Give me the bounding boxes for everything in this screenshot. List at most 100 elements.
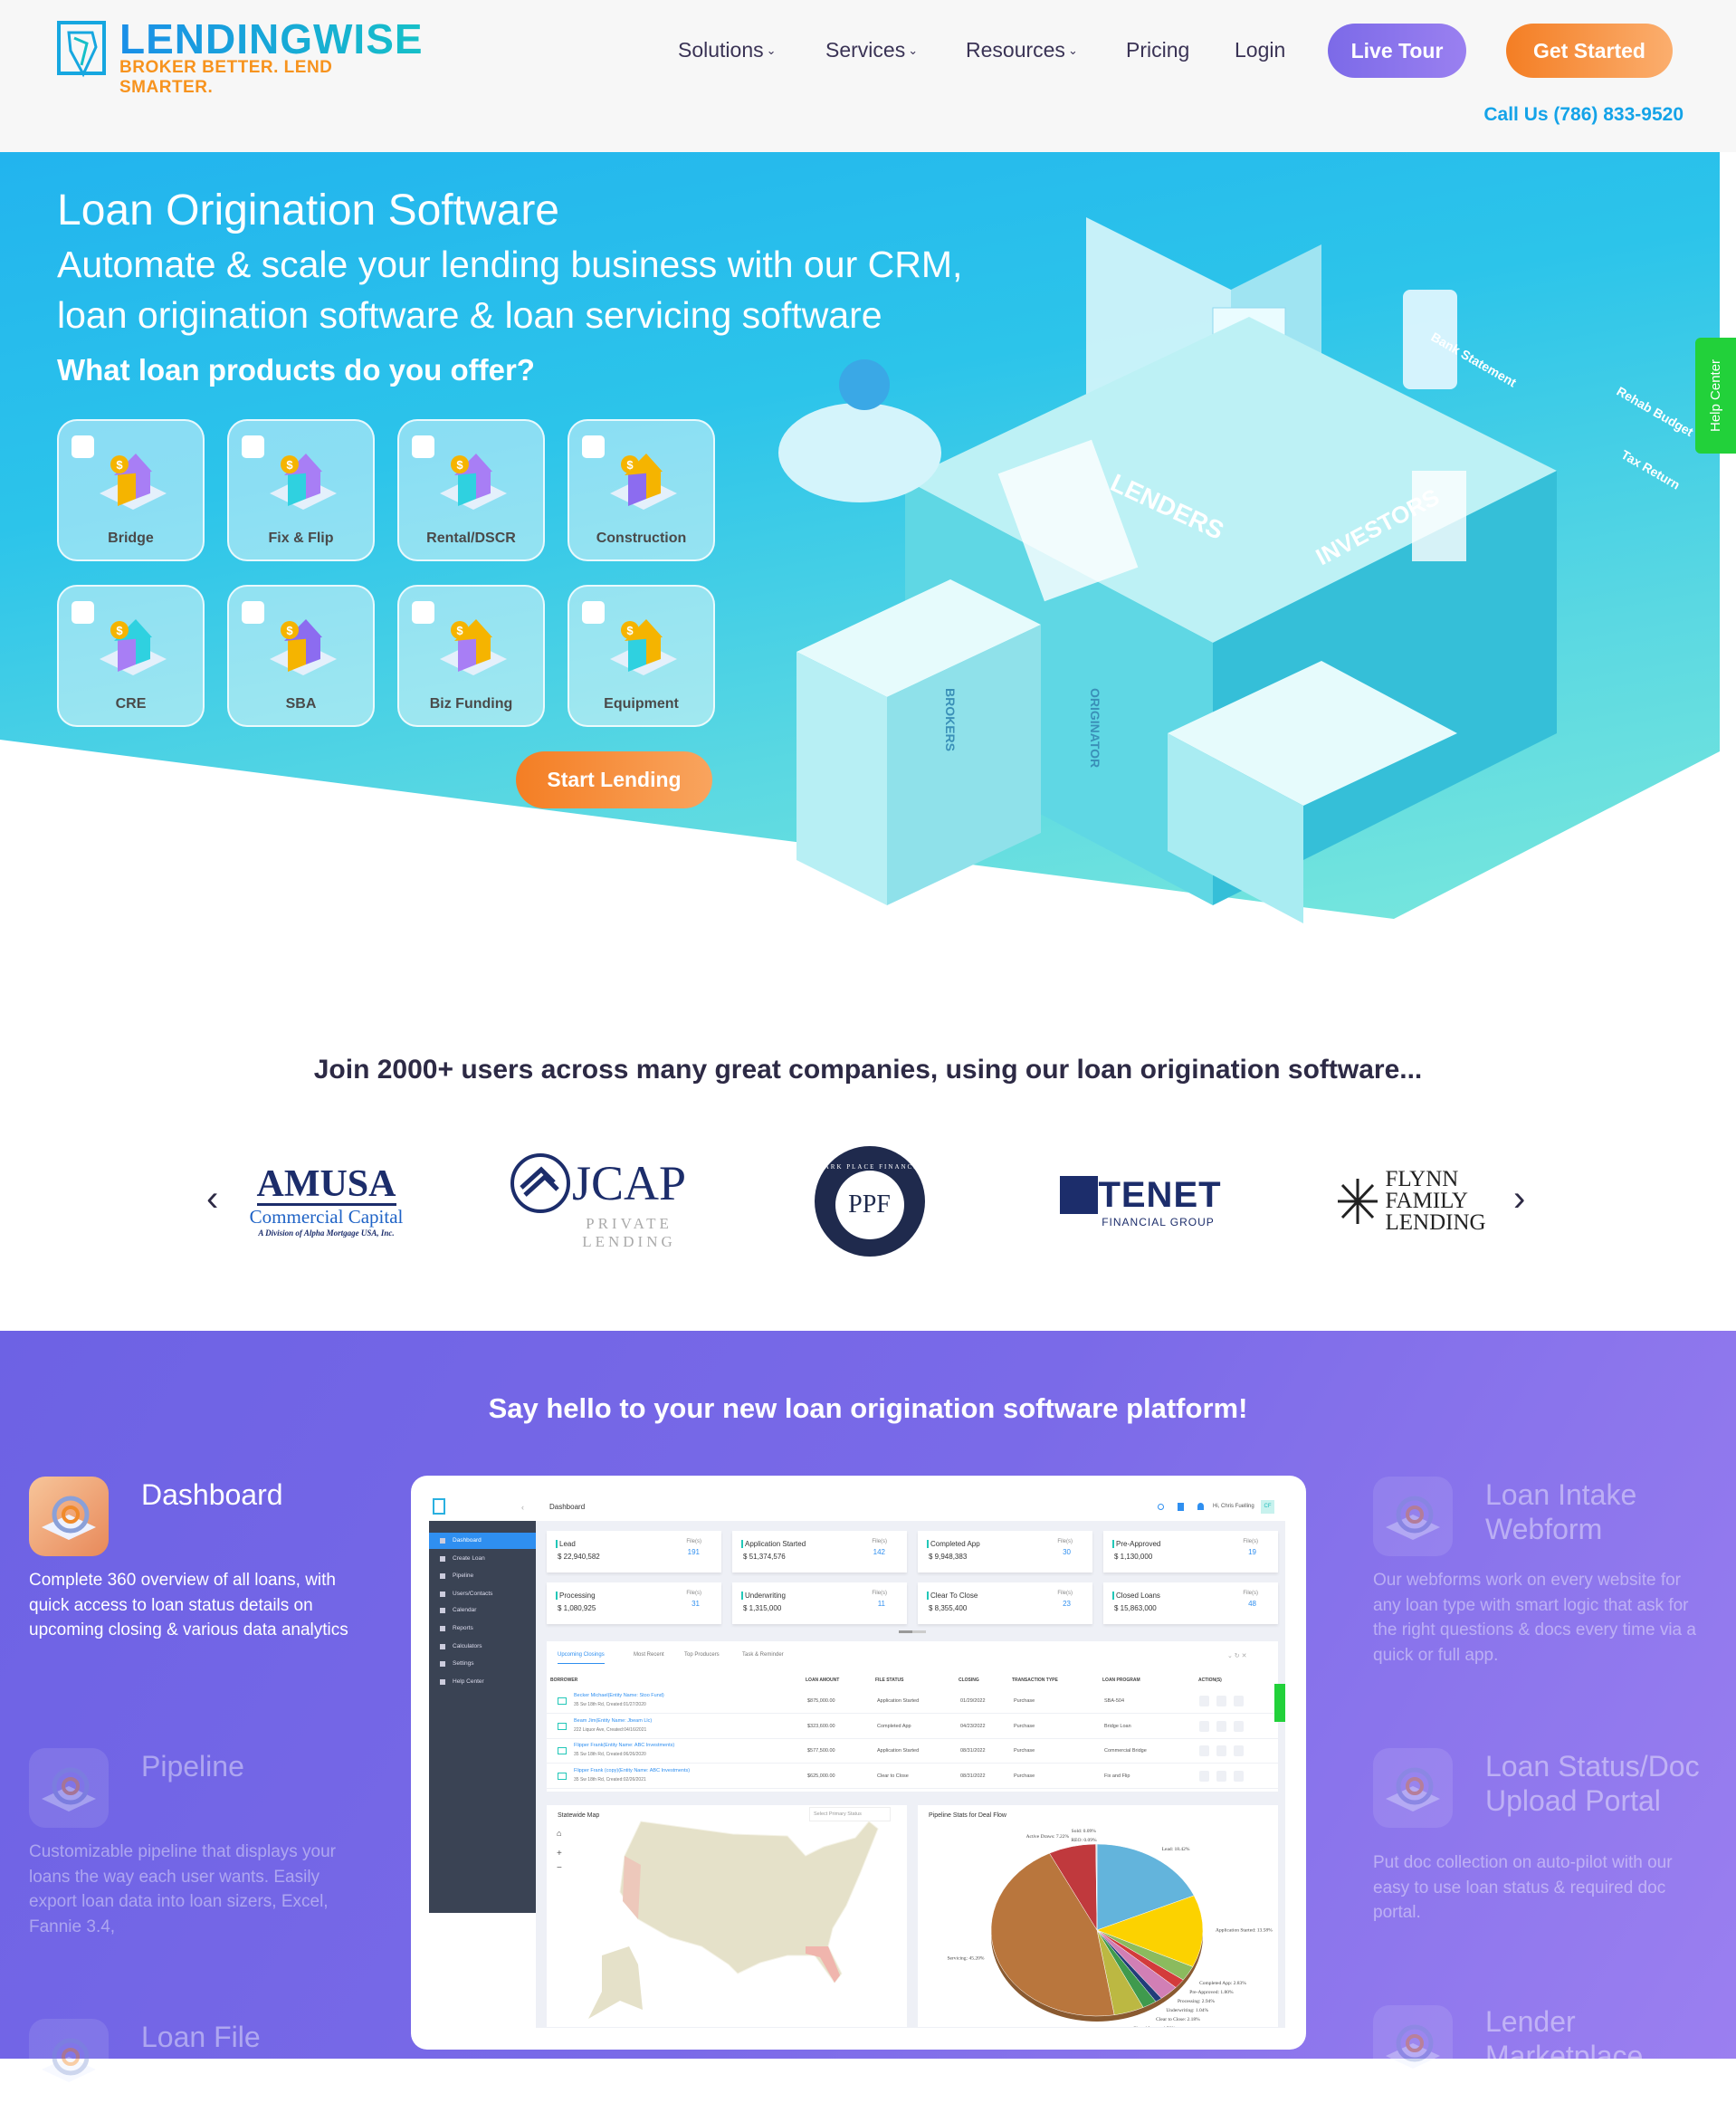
column-header[interactable]: BORROWER [550, 1678, 578, 1683]
loan-product-card[interactable]: $Bridge [57, 419, 205, 561]
product-checkbox[interactable] [412, 435, 434, 458]
notes-icon[interactable] [1178, 1503, 1184, 1511]
product-checkbox[interactable] [72, 435, 94, 458]
app-sidebar-item[interactable]: Dashboard [429, 1533, 536, 1549]
app-sidebar-item[interactable]: Reports [429, 1620, 536, 1637]
document-icon[interactable] [1216, 1770, 1226, 1782]
cell-closing: 08/31/2022 [960, 1773, 986, 1779]
chat-icon[interactable] [1199, 1696, 1209, 1706]
chat-icon[interactable] [1199, 1770, 1209, 1782]
document-icon[interactable] [1216, 1720, 1226, 1732]
closings-tab[interactable]: Task & Reminder [742, 1652, 784, 1658]
nav-solutions[interactable]: Solutions⌄ [678, 38, 777, 62]
app-sidebar-item[interactable]: Users/Contacts [429, 1586, 536, 1602]
product-checkbox[interactable] [72, 601, 94, 624]
product-checkbox[interactable] [242, 601, 264, 624]
loan-product-card[interactable]: $Construction [568, 419, 715, 561]
app-sidebar-item[interactable]: Settings [429, 1656, 536, 1672]
carousel-dots[interactable] [899, 1630, 926, 1633]
column-header[interactable]: CLOSING [959, 1678, 979, 1683]
us-map[interactable]: ⌂+− [552, 1820, 905, 2026]
user-avatar[interactable]: CF [1261, 1500, 1274, 1514]
chevron-down-icon: ⌄ [1067, 43, 1078, 57]
get-started-button[interactable]: Get Started [1506, 24, 1673, 78]
map-status-select[interactable]: Select Primary Status [809, 1807, 891, 1821]
product-checkbox[interactable] [582, 435, 605, 458]
borrower-link[interactable]: Flipper Frank (copy)(Entity Name: ABC In… [574, 1767, 691, 1773]
loan-product-card[interactable]: $Fix & Flip [227, 419, 375, 561]
borrower-link[interactable]: Flipper Frank(Entity Name: ABC Investmen… [574, 1743, 675, 1748]
column-header[interactable]: TRANSACTION TYPE [1012, 1678, 1058, 1683]
product-checkbox[interactable] [412, 601, 434, 624]
bell-icon[interactable] [1197, 1503, 1204, 1510]
app-sidebar-item[interactable]: Pipeline [429, 1568, 536, 1584]
loan-product-card[interactable]: $CRE [57, 585, 205, 727]
stat-files-count: 191 [687, 1548, 700, 1556]
column-header[interactable]: LOAN PROGRAM [1102, 1678, 1140, 1683]
nav-services[interactable]: Services⌄ [825, 38, 918, 62]
app-sidebar-item[interactable]: Help Center [429, 1674, 536, 1690]
pie-slice-reo[interactable] [1096, 1843, 1098, 1931]
pie-slice-servicing[interactable] [990, 1852, 1115, 2017]
closings-tab[interactable]: Upcoming Closings [558, 1652, 605, 1664]
start-lending-button[interactable]: Start Lending [516, 751, 712, 808]
user-icon[interactable] [1234, 1770, 1244, 1782]
panel-controls[interactable]: ⌄ ↻ ✕ [1227, 1653, 1247, 1659]
sidebar-item-label: Help Center [453, 1678, 484, 1685]
chat-icon[interactable] [1199, 1745, 1209, 1756]
loan-product-card[interactable]: $Equipment [568, 585, 715, 727]
borrower-link[interactable]: Beam Jim(Entity Name: Jbeam Llc) [574, 1717, 653, 1724]
app-sidebar-item[interactable]: Calendar [429, 1602, 536, 1619]
column-header[interactable]: ACTION(S) [1198, 1678, 1222, 1683]
nav-pricing[interactable]: Pricing [1126, 38, 1190, 62]
folder-icon [558, 1722, 567, 1730]
pie-slice-application-started[interactable] [1096, 1895, 1204, 1967]
user-icon[interactable] [1234, 1696, 1244, 1706]
chat-icon[interactable] [1199, 1720, 1209, 1732]
table-row[interactable] [547, 1689, 1278, 1714]
table-row[interactable] [547, 1764, 1278, 1789]
search-icon[interactable] [1158, 1504, 1164, 1510]
document-icon[interactable] [1216, 1745, 1226, 1756]
nav-resources[interactable]: Resources⌄ [966, 38, 1078, 62]
carousel-prev-arrow[interactable]: ‹ [206, 1179, 219, 1219]
collapse-sidebar-icon[interactable]: ‹ [521, 1503, 524, 1512]
column-header[interactable]: FILE STATUS [875, 1678, 904, 1683]
borrower-link[interactable]: Becker Michael(Entity Name: Stoo Fund) [574, 1693, 664, 1698]
pie-slice-lead[interactable] [1096, 1843, 1195, 1931]
live-tour-button[interactable]: Live Tour [1328, 24, 1466, 78]
logo[interactable]: LENDINGWISE BROKER BETTER. LEND SMARTER. [56, 15, 423, 97]
column-header[interactable]: LOAN AMOUNT [806, 1678, 840, 1683]
stat-files-count: 48 [1248, 1600, 1256, 1608]
loan-product-card[interactable]: $SBA [227, 585, 375, 727]
table-row[interactable] [547, 1739, 1278, 1764]
user-icon[interactable] [1234, 1745, 1244, 1756]
stat-label: Closed Loans [1112, 1592, 1160, 1600]
stat-files-label: File(s) [1243, 1591, 1258, 1596]
nav-login[interactable]: Login [1235, 38, 1286, 62]
help-center-tab[interactable]: Help Center [1695, 338, 1736, 454]
app-sidebar-item[interactable]: Calculators [429, 1639, 536, 1655]
user-icon[interactable] [1234, 1720, 1244, 1732]
help-center-mini-tab[interactable] [1274, 1684, 1285, 1722]
table-row[interactable] [547, 1714, 1278, 1739]
document-icon[interactable] [1216, 1696, 1226, 1706]
closings-tab[interactable]: Top Producers [684, 1652, 720, 1658]
product-checkbox[interactable] [242, 435, 264, 458]
carousel-next-arrow[interactable]: › [1513, 1179, 1526, 1219]
loan-product-card[interactable]: $Biz Funding [397, 585, 545, 727]
product-checkbox[interactable] [582, 601, 605, 624]
app-sidebar-item[interactable]: Create Loan [429, 1551, 536, 1567]
call-us-link[interactable]: Call Us (786) 833-9520 [1483, 104, 1684, 125]
closings-tab[interactable]: Most Recent [634, 1652, 664, 1658]
app-logo-icon [433, 1498, 445, 1515]
loan-product-card[interactable]: $Rental/DSCR [397, 419, 545, 561]
